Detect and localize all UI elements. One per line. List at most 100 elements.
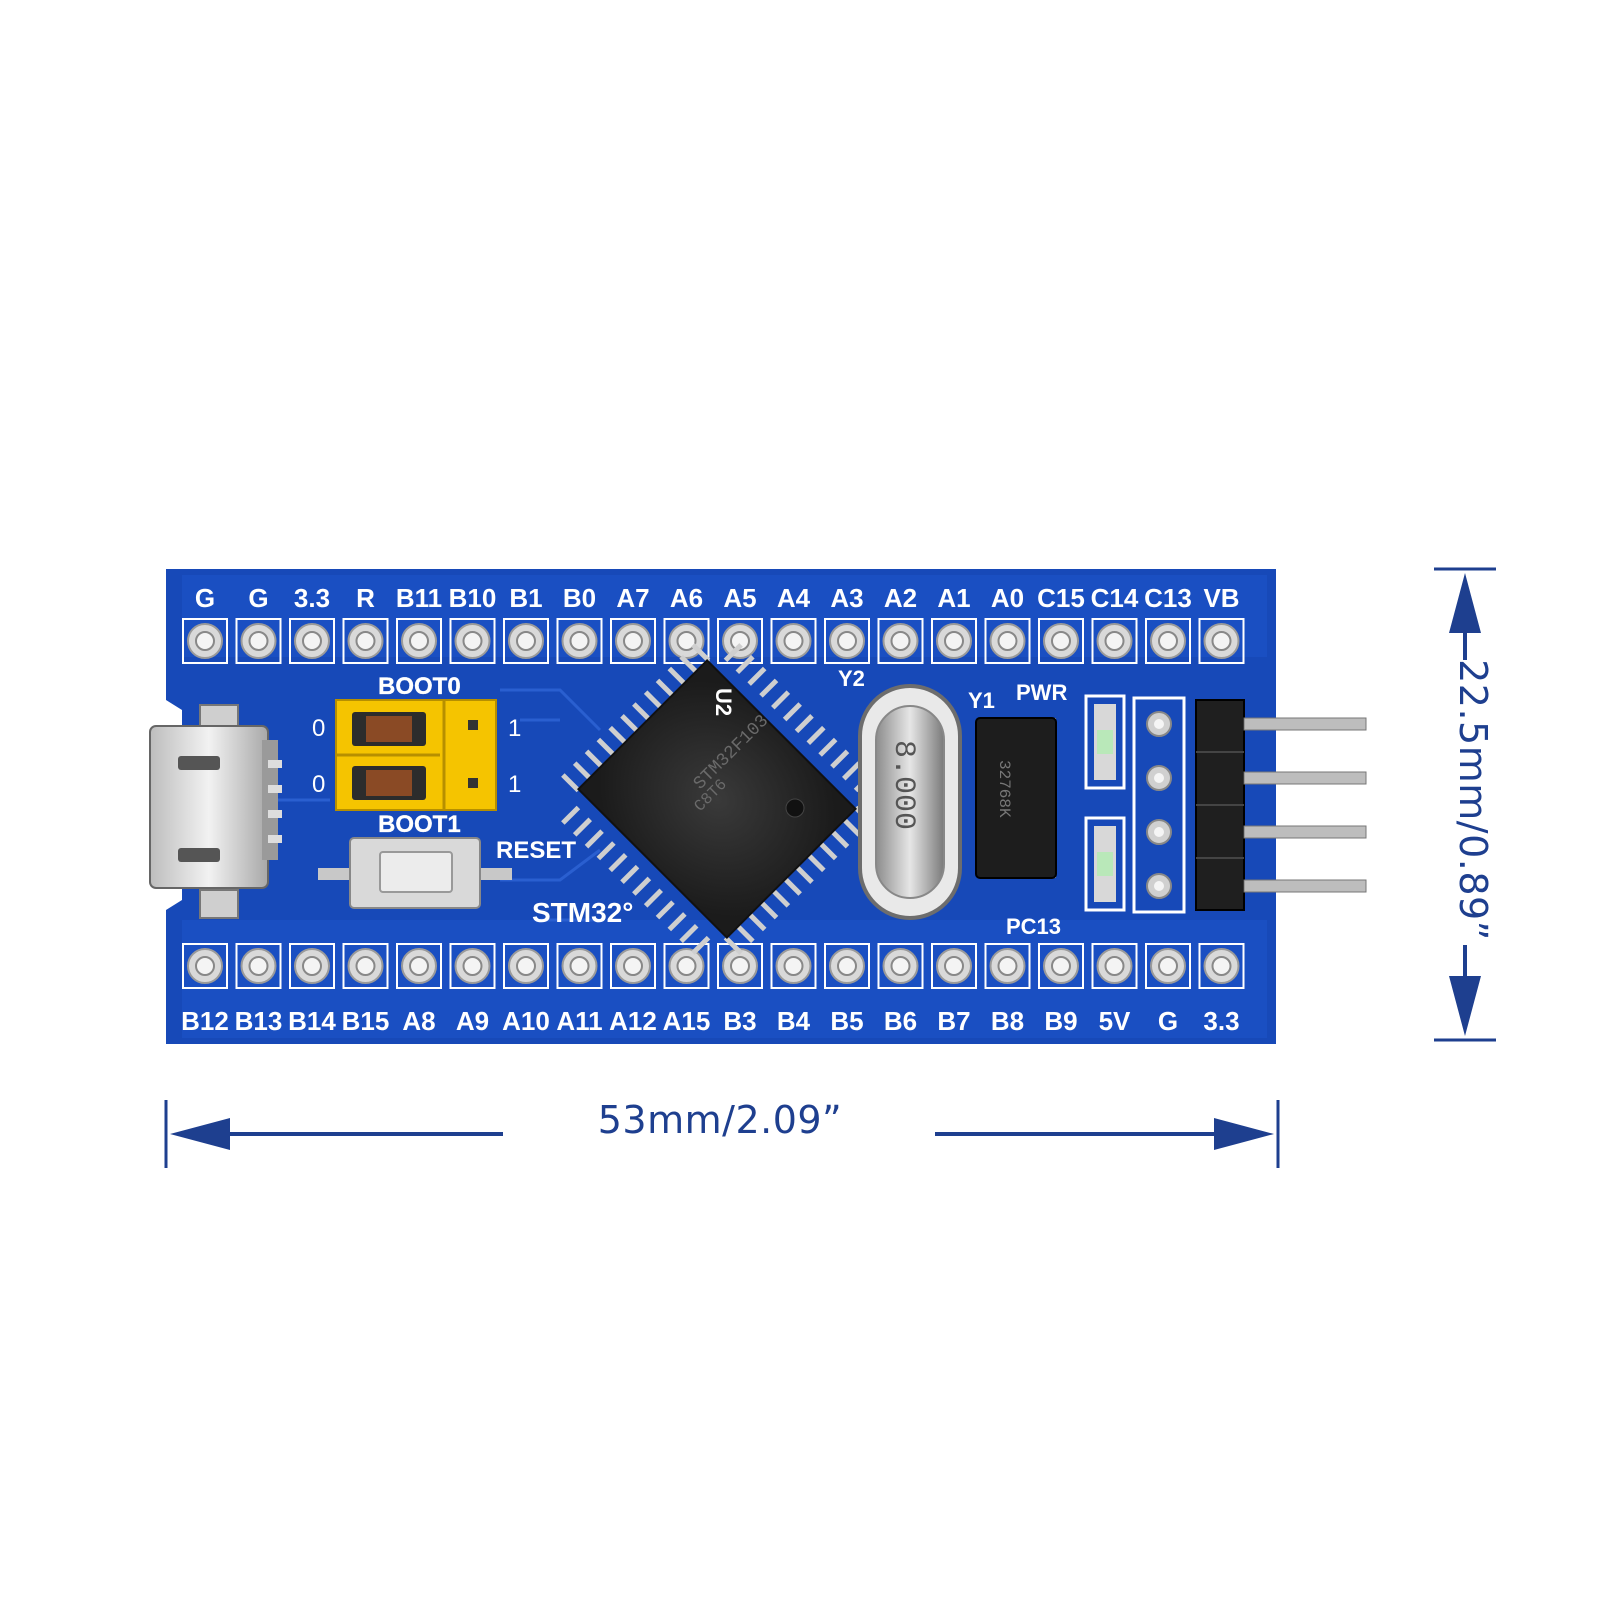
boot-jumper-block[interactable] <box>335 699 497 811</box>
top-pin-label: B10 <box>449 583 497 613</box>
bottom-pin-label: B14 <box>288 1006 336 1036</box>
micro-usb-connector <box>149 704 282 919</box>
top-pin-hole <box>770 618 817 664</box>
bottom-pin-hole <box>1198 943 1245 989</box>
top-pin-label: C15 <box>1037 583 1085 613</box>
bottom-pin-hole <box>1145 943 1191 989</box>
chip-pin <box>584 749 604 769</box>
chip-pin <box>596 841 616 861</box>
pc13-led <box>1084 816 1126 912</box>
bottom-pin-hole <box>824 943 870 989</box>
jumper-1-label-a: 1 <box>508 715 521 742</box>
bottom-pin-label: A8 <box>402 1006 435 1036</box>
chip-pin <box>759 900 779 920</box>
top-pin-label: A7 <box>616 583 649 613</box>
chip-pin <box>632 876 652 896</box>
chip-pin <box>735 654 755 675</box>
chip-pin <box>572 817 593 837</box>
u2-label: U2 <box>711 688 736 716</box>
top-pin-hole <box>1038 618 1084 664</box>
chip-pin <box>691 643 711 663</box>
bottom-pin-holes <box>182 943 1245 989</box>
width-dimension-label: 53mm/2.09” <box>597 1098 843 1142</box>
top-pin-hole <box>182 618 228 664</box>
top-pin-label: VB <box>1203 583 1239 613</box>
chip-pin <box>643 690 663 710</box>
reset-label: RESET <box>496 837 576 864</box>
top-pin-label: G <box>195 583 215 613</box>
crystal-y2 <box>858 684 962 920</box>
chip-pin <box>584 829 604 849</box>
crystal-frequency-label: 8.000 <box>886 740 920 830</box>
bottom-pin-label: 3.3 <box>1203 1006 1239 1036</box>
bottom-pin-hole <box>770 943 817 989</box>
top-pin-hole <box>289 618 335 664</box>
bottom-pin-hole <box>289 943 335 989</box>
arrow-left-icon <box>170 1118 230 1150</box>
chip-pin <box>771 888 791 908</box>
top-pin-hole <box>503 618 549 664</box>
chip-pins <box>561 643 873 955</box>
chip-pin <box>794 864 814 884</box>
chip-pin <box>841 761 862 781</box>
y2-label: Y2 <box>838 666 865 691</box>
top-pin-label: C13 <box>1144 583 1192 613</box>
bottom-pin-label: A15 <box>663 1006 711 1036</box>
bottom-pin-hole <box>877 943 924 989</box>
chip-pin <box>771 690 791 710</box>
height-dimension <box>1434 567 1496 1042</box>
top-pin-label: C14 <box>1091 583 1139 613</box>
chip-pin <box>561 805 581 825</box>
chip-pin <box>667 666 687 686</box>
top-pin-label: A4 <box>777 583 811 613</box>
bottom-pin-label: A11 <box>556 1006 602 1036</box>
chip-pin <box>782 876 802 896</box>
chip-pin <box>643 888 663 908</box>
bottom-pin-hole <box>182 943 228 989</box>
bottom-pin-hole <box>931 943 977 989</box>
chip-pin <box>620 714 640 734</box>
bottom-pin-label: B15 <box>342 1006 390 1036</box>
top-pin-hole <box>610 618 656 664</box>
bottom-pin-label: B12 <box>181 1006 229 1036</box>
chip-pin <box>806 853 826 873</box>
top-pin-hole <box>984 618 1031 664</box>
chip-pin <box>747 912 767 932</box>
arrow-up-icon <box>1449 573 1481 633</box>
chip-pin <box>655 678 675 698</box>
chip-pin <box>782 702 802 722</box>
stm32-mcu-chip: STM32F103 C8T6 <box>561 643 873 955</box>
top-pin-hole <box>1198 618 1245 664</box>
top-pin-hole <box>877 618 924 664</box>
arrow-right-icon <box>1214 1118 1274 1150</box>
height-dimension-label: 22.5mm/0.89” <box>1451 659 1495 941</box>
top-pin-label: B11 <box>396 583 442 613</box>
bottom-pin-hole <box>1091 943 1138 989</box>
bottom-pin-hole <box>717 943 763 989</box>
chip-pin <box>655 900 675 920</box>
crystal-y1: 32768K <box>975 717 1057 879</box>
chip-pin <box>596 737 616 757</box>
chip-pin <box>572 761 593 781</box>
bottom-pin-hole <box>1038 943 1084 989</box>
bottom-pin-label: A10 <box>502 1006 550 1036</box>
top-pin-hole <box>342 618 389 664</box>
chip-pin <box>608 853 628 873</box>
chip-pin <box>723 935 743 955</box>
jumper-1-label-b: 1 <box>508 771 521 798</box>
chip-pin <box>794 714 814 734</box>
bottom-pin-label: G <box>1158 1006 1178 1036</box>
top-pin-label: A0 <box>991 583 1024 613</box>
chip-pin <box>667 912 687 932</box>
top-pin-label: R <box>356 583 375 613</box>
top-pin-label: A6 <box>670 583 703 613</box>
chip-pin <box>818 737 838 757</box>
chip-pin <box>679 923 699 944</box>
bottom-pin-label: B5 <box>830 1006 863 1036</box>
top-pin-hole <box>1145 618 1191 664</box>
bottom-pin-hole <box>663 943 710 989</box>
swd-header <box>1132 696 1367 914</box>
reset-button[interactable] <box>318 837 512 909</box>
top-pin-hole <box>931 618 977 664</box>
